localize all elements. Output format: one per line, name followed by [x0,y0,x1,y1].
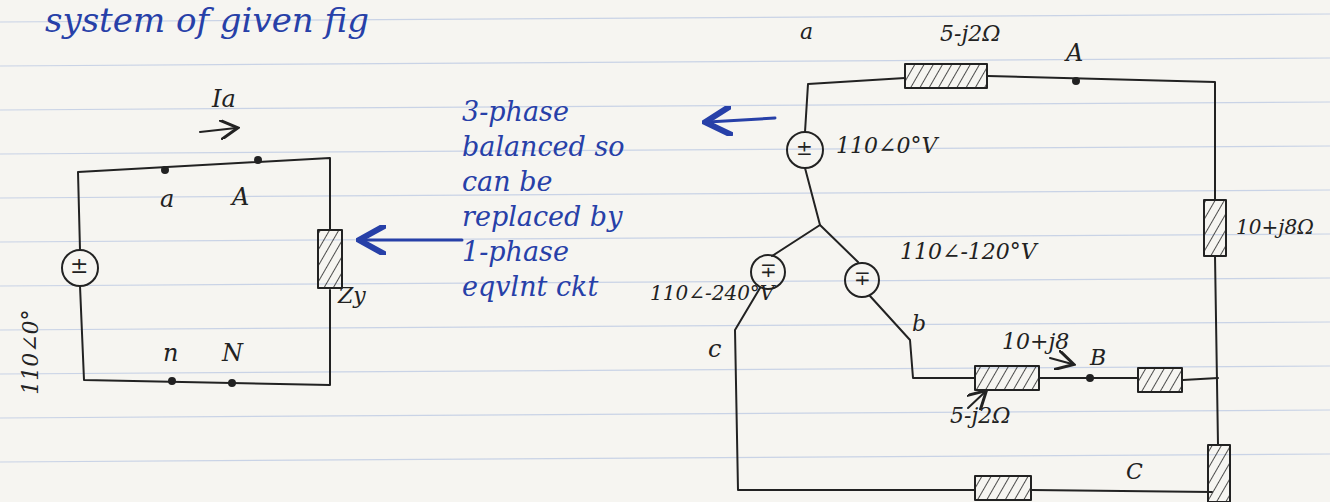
terminal-dot [1087,375,1093,381]
polarity-mark: ∓ [760,259,777,281]
source-voltage: 110∠-120°V [900,240,1037,264]
ruled-lines [0,14,1330,462]
wire [78,158,330,250]
impedance-symbol [1138,368,1182,392]
left-equivalent-circuit [62,128,342,386]
terminal-dot [1073,78,1079,84]
right-three-phase-circuit [735,64,1230,502]
impedance-symbol [318,230,342,288]
explanation-note: 3-phase balanced so can be replaced by 1… [462,94,652,305]
terminal-name: A [232,184,249,210]
polarity-mark: ± [70,254,88,278]
wire [80,286,330,385]
terminal-dot [229,380,235,386]
impedance-value: 10+j8 [1002,330,1069,354]
source-voltage: 110∠0° [19,309,43,394]
wire [988,76,1215,200]
impedance-symbol [975,366,1039,390]
terminal-name: A [1066,40,1083,66]
terminal-name: B [1090,346,1106,370]
terminal-dot [162,167,168,173]
terminal-name: C [1126,460,1143,484]
impedance-symbol [1208,445,1230,502]
terminal-name: a [160,186,174,212]
pointer-arrow [708,118,775,122]
wire [820,225,858,262]
impedance-symbol [975,476,1031,500]
terminal-dot [255,157,261,163]
heading-note: system of given fig [45,2,369,39]
impedance-value: 5-j2Ω [940,22,1001,46]
polarity-mark: ∓ [854,267,871,289]
terminal-name: a [800,20,813,44]
voltage-source [845,263,879,297]
wire [1032,490,1212,492]
leader-arrow [1050,358,1072,364]
impedance-symbol [905,64,987,88]
polarity-mark: ± [796,137,813,159]
terminal-name: n [163,340,178,366]
terminal-dot [169,378,175,384]
wire [772,168,820,256]
wire [870,296,975,378]
voltage-source [62,250,98,286]
current-arrow [200,128,236,132]
terminal-name: c [708,336,721,362]
wire [1183,378,1218,380]
impedance-value: 5-j2Ω [950,404,1011,428]
current-name: Ia [212,86,236,112]
terminal-name: N [222,340,243,366]
wire [735,288,975,490]
pointer-arrow [362,239,462,242]
impedance-value: 10+j8Ω [1236,216,1314,238]
wire [1215,256,1218,445]
source-voltage: 110∠-240°V [650,282,774,304]
impedance-name: Zy [338,284,366,308]
voltage-source [787,132,823,168]
wire [805,78,905,132]
impedance-symbol [1204,200,1226,256]
source-voltage: 110∠0°V [836,134,937,158]
terminal-name: b [912,312,926,336]
